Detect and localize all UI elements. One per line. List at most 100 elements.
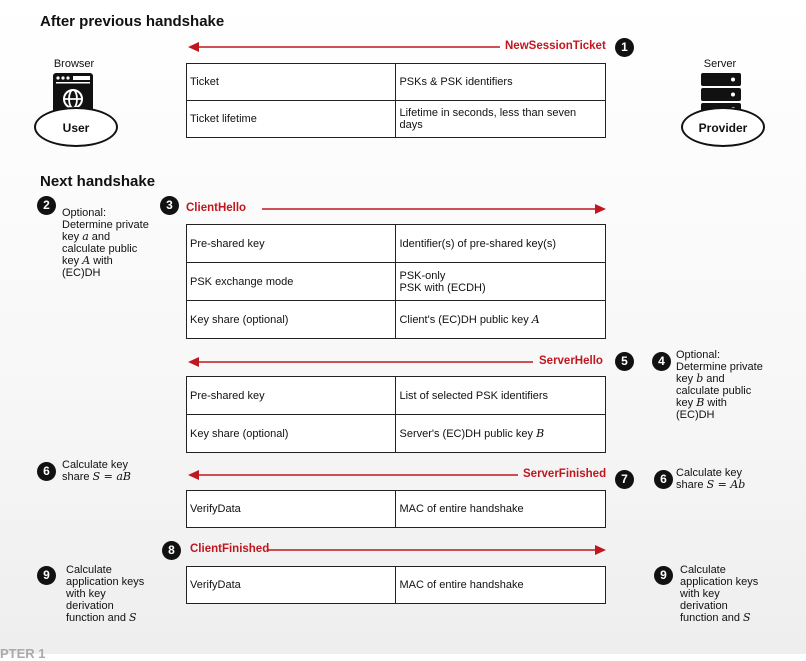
note-text: key	[676, 373, 697, 385]
math-symbol: a	[82, 230, 89, 243]
math-symbol: B	[536, 426, 545, 440]
field-value-cell: Client's (EC)DH public key A	[395, 300, 606, 339]
step-3-badge: 3	[160, 196, 179, 215]
user-label: User	[62, 121, 90, 135]
field-value: MAC of entire handshake	[395, 566, 606, 604]
note-line: calculate public	[62, 243, 138, 255]
msg-server-hello: ServerHello	[539, 355, 603, 367]
field-name: Pre-shared key	[185, 376, 397, 415]
table-row: Ticket lifetime Lifetime in seconds, les…	[185, 100, 606, 138]
math-expression: S = aB	[92, 470, 131, 483]
field-name: PSK exchange mode	[185, 262, 397, 301]
client-keyshare-note: Calculate key share S = aB	[62, 459, 131, 483]
client-hello-table: Pre-shared key Identifier(s) of pre-shar…	[185, 224, 606, 339]
provider-label: Provider	[698, 121, 748, 135]
step-5-badge: 5	[615, 352, 634, 371]
note-text: share	[62, 471, 93, 483]
step-8-badge: 8	[162, 541, 181, 560]
note-line: Calculate key	[62, 459, 129, 471]
note-line: Calculate	[66, 564, 112, 576]
note-text: key	[62, 231, 83, 243]
table-row: Key share (optional) Server's (EC)DH pub…	[185, 414, 606, 453]
server-finished-table: VerifyData MAC of entire handshake	[185, 490, 606, 528]
client-finished-table: VerifyData MAC of entire handshake	[185, 566, 606, 604]
note-line: (EC)DH	[676, 409, 715, 421]
field-name: Ticket lifetime	[185, 100, 397, 138]
note-line: Optional:	[676, 349, 721, 361]
field-name: Pre-shared key	[185, 224, 397, 263]
msg-client-finished: ClientFinished	[190, 543, 270, 555]
note-text: share	[676, 479, 707, 491]
step-1-badge: 1	[615, 38, 634, 57]
note-line: key B with	[676, 397, 763, 410]
note-line: Calculate key	[676, 467, 743, 479]
field-name: VerifyData	[185, 490, 397, 528]
table-row: VerifyData MAC of entire handshake	[185, 566, 606, 604]
note-line: application keys	[680, 576, 759, 588]
field-value: MAC of entire handshake	[395, 490, 606, 528]
field-name: Key share (optional)	[185, 300, 397, 339]
ticket-table: Ticket PSKs & PSK identifiers Ticket lif…	[185, 63, 606, 138]
msg-client-hello: ClientHello	[186, 202, 247, 214]
note-line: derivation	[680, 600, 728, 612]
note-text: and	[703, 373, 725, 385]
note-line: Determine private	[62, 219, 149, 231]
field-value-cell: Server's (EC)DH public key B	[395, 414, 606, 453]
field-name: Ticket	[185, 63, 397, 101]
note-line: Optional:	[62, 207, 107, 219]
math-symbol: A	[82, 254, 91, 267]
step-9-badge-client: 9	[37, 566, 56, 585]
note-line: share S = aB	[62, 470, 131, 484]
note-line: function and S	[66, 611, 144, 625]
note-line: with key	[66, 588, 106, 600]
note-line: Determine private	[676, 361, 763, 373]
note-text: key	[62, 255, 83, 267]
note-line: derivation	[66, 600, 114, 612]
table-row: VerifyData MAC of entire handshake	[185, 490, 606, 528]
note-line: key b and	[676, 373, 763, 386]
note-line: calculate public	[676, 385, 752, 397]
note-text: with	[90, 255, 113, 267]
note-line: Calculate	[680, 564, 726, 576]
field-name: VerifyData	[185, 566, 397, 604]
server-hello-table: Pre-shared key List of selected PSK iden…	[185, 376, 606, 453]
math-symbol: S	[129, 611, 137, 624]
server-app-keys-note: Calculate application keys with key deri…	[680, 564, 758, 624]
heading-previous-handshake: After previous handshake	[40, 13, 225, 30]
table-row: Ticket PSKs & PSK identifiers	[185, 63, 606, 101]
table-row: Pre-shared key List of selected PSK iden…	[185, 376, 606, 415]
field-value: PSKs & PSK identifiers	[395, 63, 606, 101]
note-line: share S = Ab	[676, 478, 746, 492]
server-optional-note: Optional: Determine private key b and ca…	[676, 349, 763, 421]
field-name: Key share (optional)	[185, 414, 397, 453]
msg-server-finished: ServerFinished	[523, 468, 607, 480]
browser-label: Browser	[53, 58, 95, 70]
table-row: Key share (optional) Client's (EC)DH pub…	[185, 300, 606, 339]
math-expression: S = Ab	[706, 478, 746, 491]
server-keyshare-note: Calculate key share S = Ab	[676, 467, 745, 491]
math-symbol: A	[531, 312, 540, 326]
table-row: Pre-shared key Identifier(s) of pre-shar…	[185, 224, 606, 263]
field-value: List of selected PSK identifiers	[395, 376, 606, 415]
math-symbol: S	[743, 611, 751, 624]
note-text: with	[704, 397, 727, 409]
note-text: key	[676, 397, 697, 409]
note-line: key a and	[62, 230, 149, 244]
field-value: Identifier(s) of pre-shared key(s)	[395, 224, 606, 263]
note-line: application keys	[66, 576, 145, 588]
client-optional-note: Optional: Determine private key a and ca…	[62, 207, 149, 279]
step-6-badge-server: 6	[654, 470, 673, 489]
note-line: with key	[680, 588, 720, 600]
table-row: PSK exchange mode PSK-only PSK with (ECD…	[185, 262, 606, 301]
note-line: (EC)DH	[62, 267, 101, 279]
step-7-badge: 7	[615, 470, 634, 489]
field-value: Lifetime in seconds, less than seven day…	[395, 100, 606, 138]
user-ellipse: User	[34, 107, 118, 147]
field-value: Server's (EC)DH public key	[399, 427, 537, 440]
step-6-badge-client: 6	[37, 462, 56, 481]
note-text: function and	[66, 612, 129, 624]
step-4-badge: 4	[652, 352, 671, 371]
client-app-keys-note: Calculate application keys with key deri…	[66, 564, 144, 624]
msg-new-session-ticket: NewSessionTicket	[505, 40, 606, 52]
